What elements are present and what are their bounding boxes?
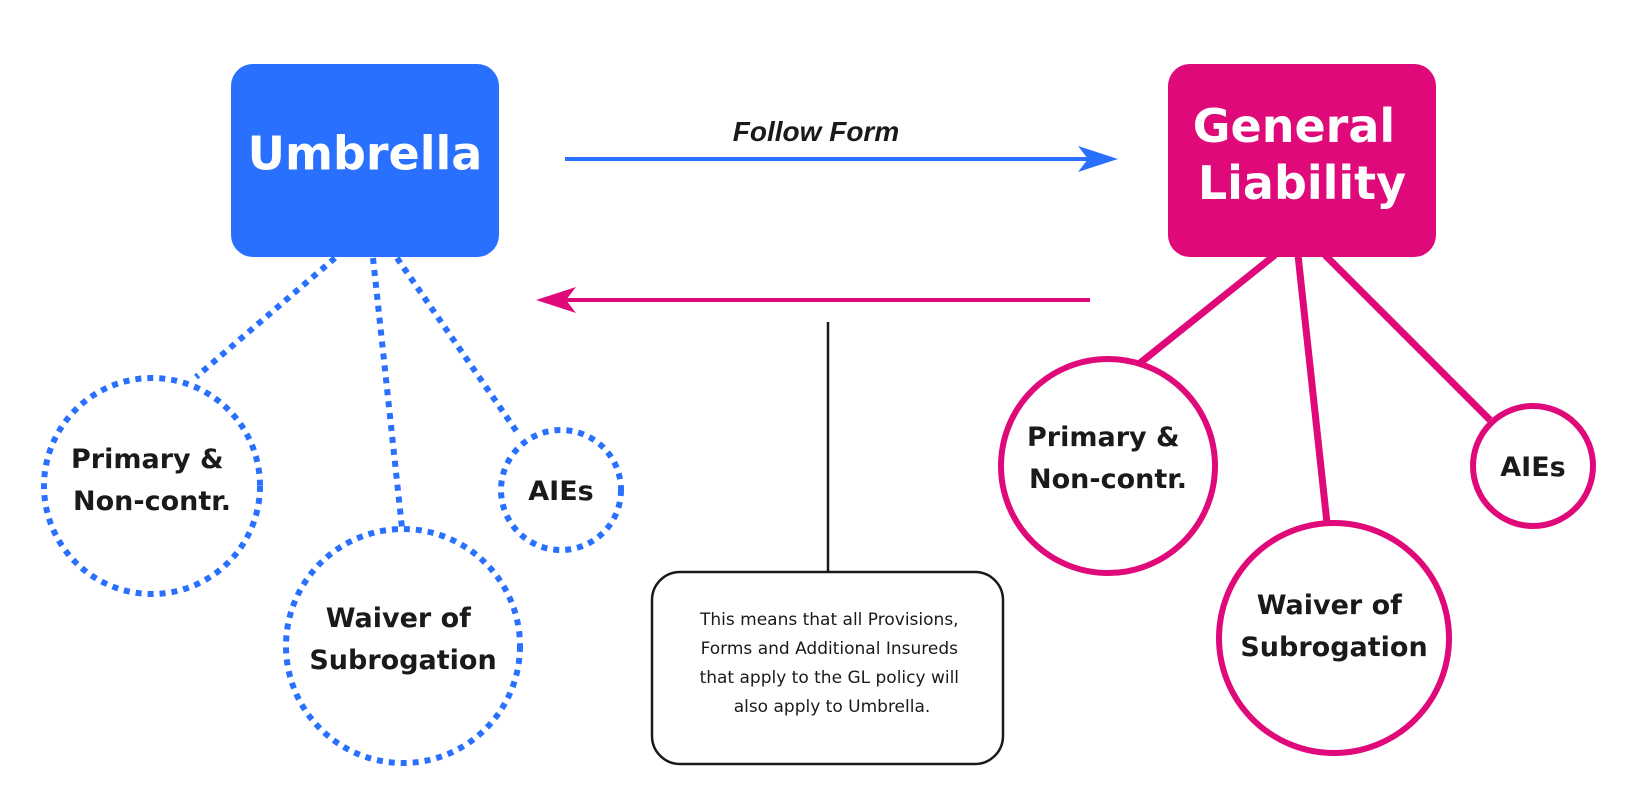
umbrella-title: Umbrella (248, 127, 483, 181)
umbrella-waiver-label: Waiver of Subrogation (309, 603, 496, 676)
general-liability-box (1168, 64, 1436, 257)
arrow-left-head-icon (536, 287, 576, 313)
umbrella-primary-circle (41, 375, 263, 597)
umbrella-waiver-line-1: Waiver of (326, 603, 471, 634)
note-line-4: also apply to Umbrella. (734, 697, 931, 717)
gl-primary-label: Primary & Non-contr. (1027, 422, 1189, 495)
umbrella-aies-circle (498, 427, 624, 553)
general-liability-title-line-1: General (1193, 99, 1395, 153)
umbrella-connector-primary (194, 255, 337, 380)
umbrella-connector-waiver (370, 257, 405, 529)
gl-connector-primary (1137, 252, 1278, 366)
note-text: This means that all Provisions, Forms an… (699, 610, 964, 717)
note-line-2: Forms and Additional Insureds (701, 639, 959, 659)
note-line-1: This means that all Provisions, (699, 610, 959, 630)
gl-primary-line-2: Non-contr. (1029, 464, 1187, 495)
general-liability-group: General Liability Primary & Non-contr. W… (998, 64, 1596, 756)
umbrella-box (231, 64, 499, 257)
gl-aies-label: AIEs (1500, 452, 1565, 483)
note-line-3: that apply to the GL policy will (700, 668, 959, 688)
umbrella-primary-line-2: Non-contr. (73, 486, 231, 517)
umbrella-connector-aies (394, 256, 520, 434)
umbrella-primary-label: Primary & Non-contr. (71, 444, 233, 517)
gl-waiver-line-2: Subrogation (1240, 632, 1427, 663)
gl-connector-aies (1322, 252, 1493, 423)
gl-primary-circle (998, 356, 1218, 576)
gl-primary-line-1: Primary & (1027, 422, 1180, 453)
umbrella-waiver-line-2: Subrogation (309, 645, 496, 676)
umbrella-aies-label: AIEs (528, 476, 593, 507)
umbrella-waiver-circle (283, 526, 523, 766)
gl-waiver-line-1: Waiver of (1257, 590, 1402, 621)
note-box (650, 570, 1005, 766)
note-callout: This means that all Provisions, Forms an… (650, 570, 1005, 766)
gl-waiver-label: Waiver of Subrogation (1240, 590, 1427, 663)
gl-connector-waiver (1294, 254, 1331, 524)
arrow-right-head-icon (1078, 146, 1118, 172)
follow-form-arrows: Follow Form (536, 116, 1118, 572)
gl-aies-circle (1470, 403, 1596, 529)
follow-form-label: Follow Form (733, 116, 899, 147)
umbrella-primary-line-1: Primary & (71, 444, 224, 475)
general-liability-title: General Liability (1193, 99, 1411, 210)
gl-waiver-circle (1216, 520, 1452, 756)
general-liability-title-line-2: Liability (1198, 156, 1406, 210)
umbrella-group: Umbrella Primary & Non-contr. Waiver of … (41, 64, 624, 766)
